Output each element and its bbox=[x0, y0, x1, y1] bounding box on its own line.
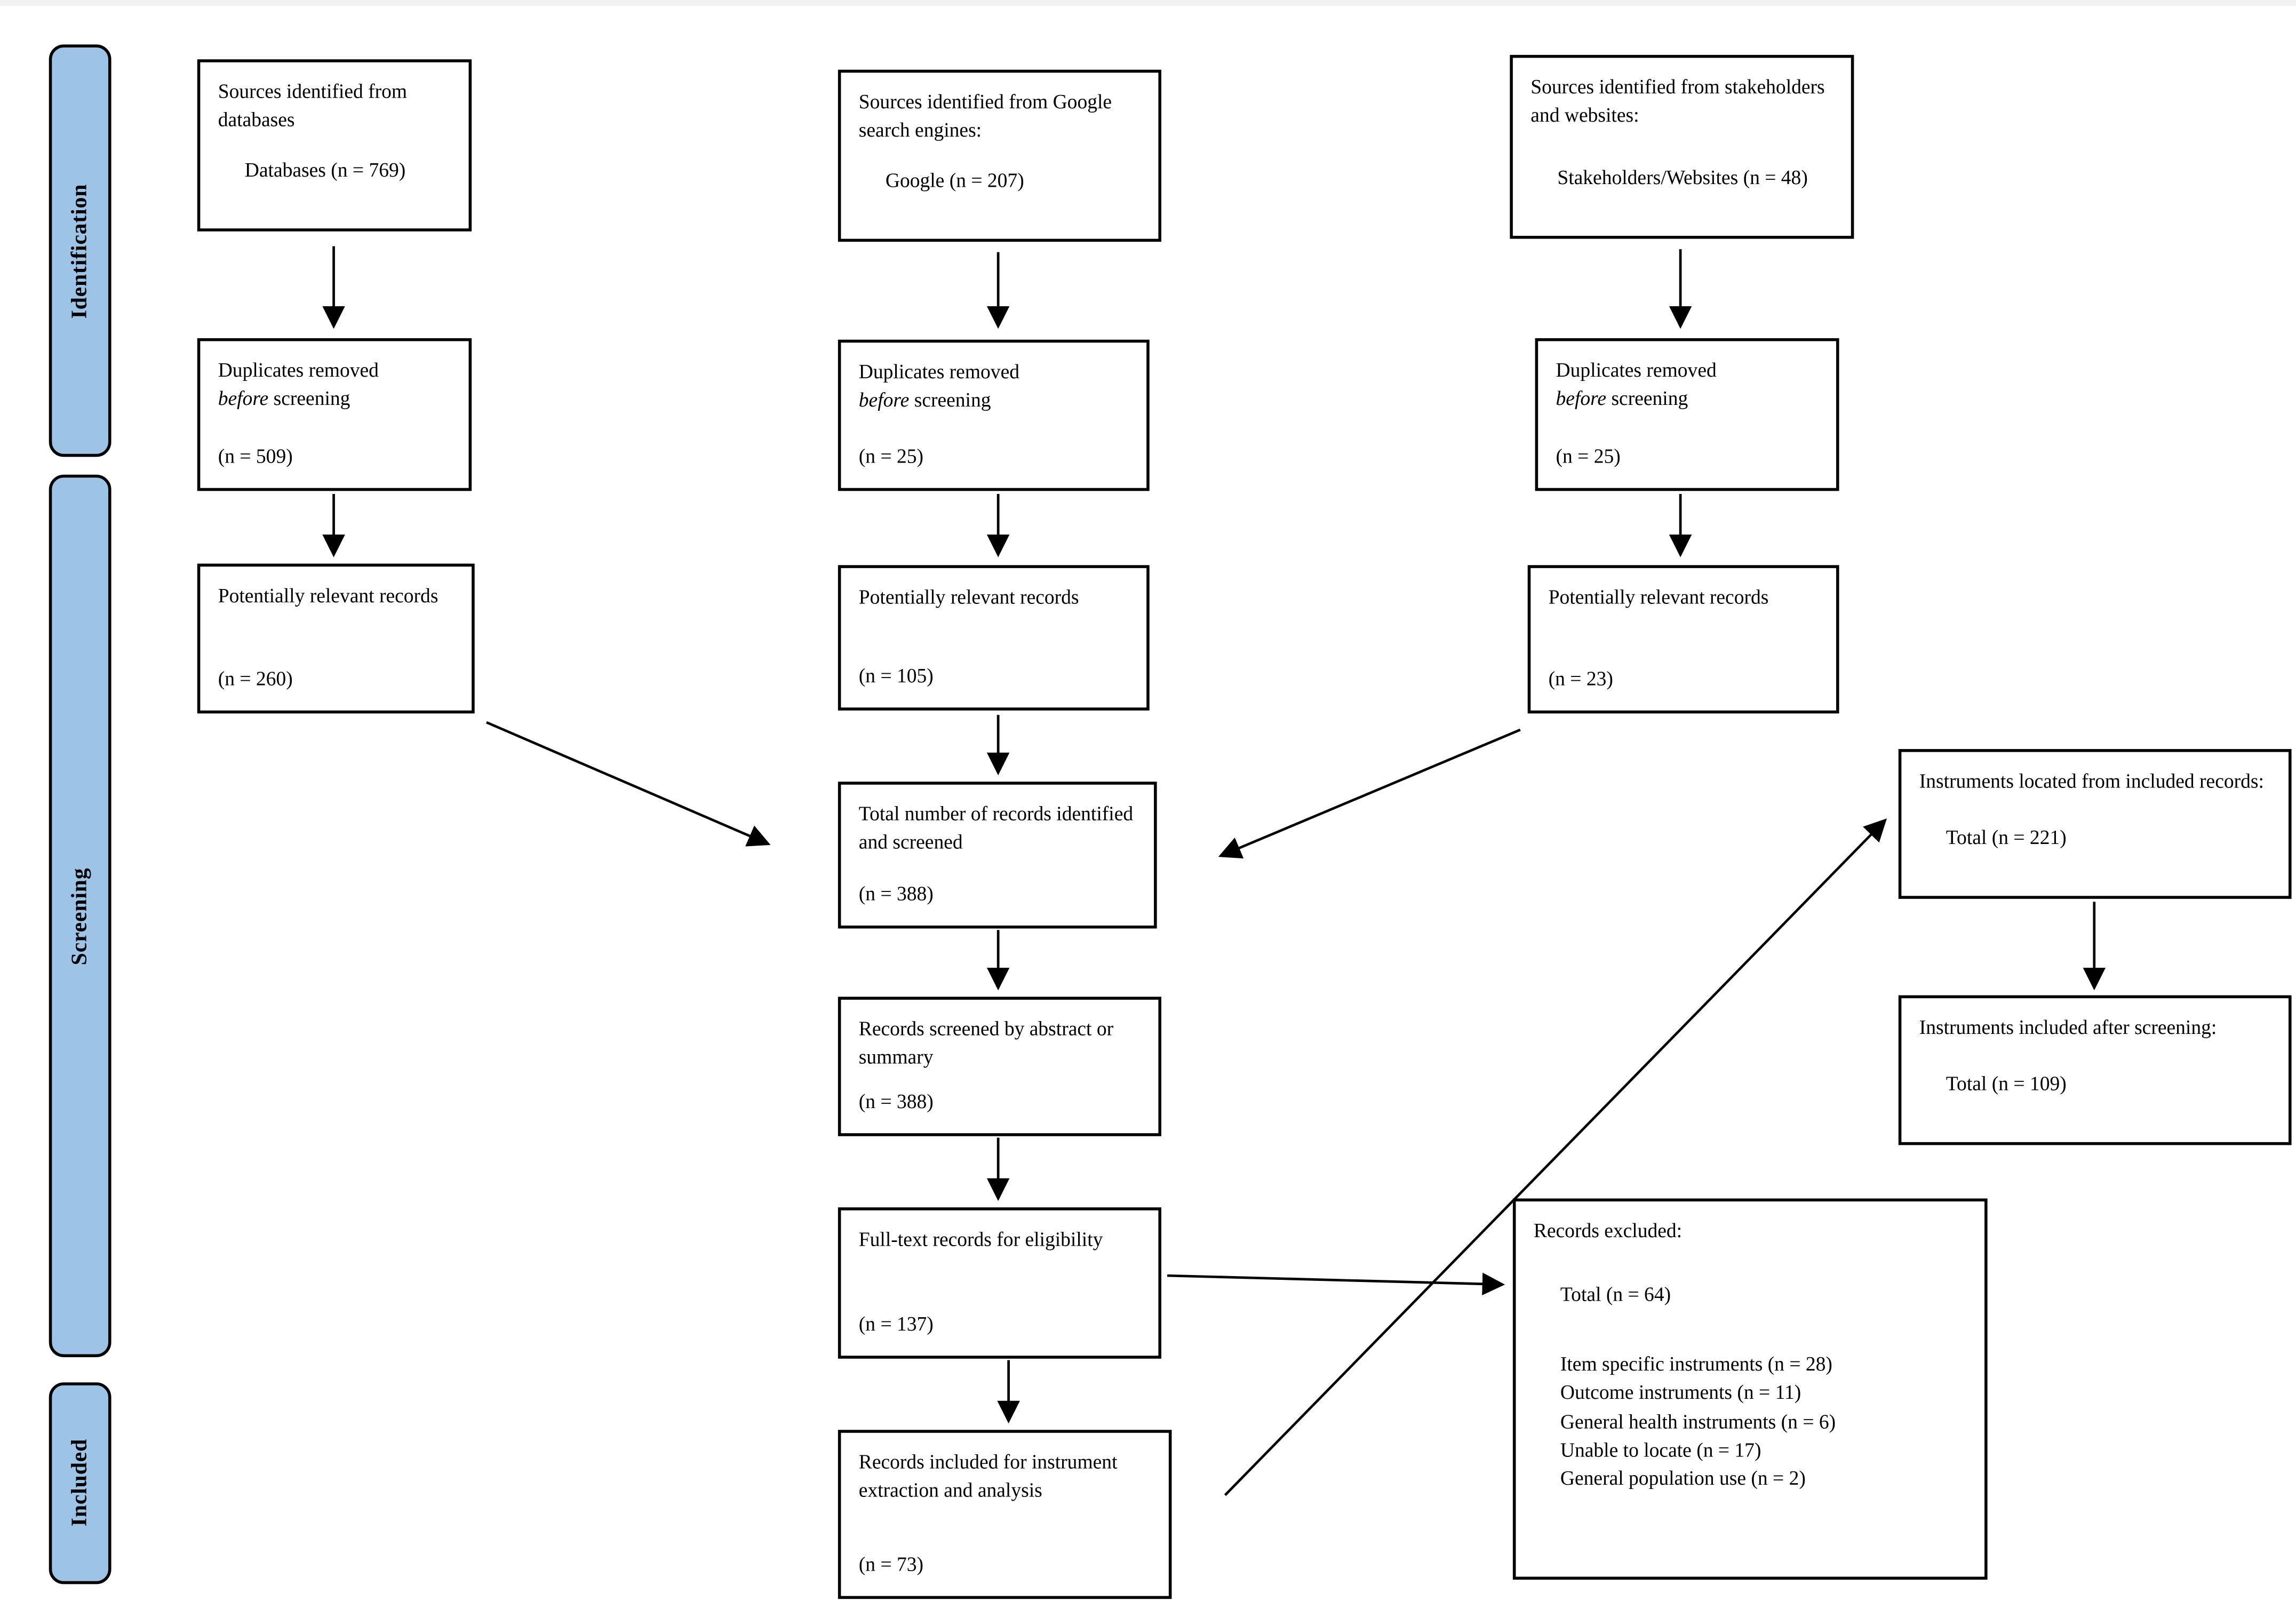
excluded-total: Total (n = 64) bbox=[1560, 1283, 1671, 1306]
box-count: (n = 25) bbox=[1556, 444, 1621, 467]
excluded-reason: Outcome instruments (n = 11) bbox=[1560, 1381, 1801, 1404]
box-relevant-stakeholders: Potentially relevant records (n = 23) bbox=[1527, 565, 1839, 714]
box-sources-stakeholders: Sources identified from stakeholders and… bbox=[1510, 54, 1854, 239]
box-title: Total number of records identified and s… bbox=[858, 802, 1134, 854]
box-relevant-databases: Potentially relevant records (n = 260) bbox=[197, 563, 475, 714]
box-count: Total (n = 109) bbox=[1946, 1072, 2067, 1095]
box-instruments-included: Instruments included after screening: To… bbox=[1898, 995, 2292, 1145]
box-count: Databases (n = 769) bbox=[244, 158, 406, 181]
stage-bar-included: Included bbox=[49, 1382, 111, 1584]
box-count: Total (n = 221) bbox=[1946, 826, 2067, 848]
top-divider bbox=[0, 0, 2296, 6]
excluded-reason: General population use (n = 2) bbox=[1560, 1467, 1806, 1490]
box-count: (n = 260) bbox=[218, 667, 293, 690]
box-title: Full-text records for eligibility bbox=[858, 1228, 1103, 1250]
stage-label-included: Included bbox=[67, 1439, 91, 1527]
excluded-reasons: Item specific instruments (n = 28) Outco… bbox=[1534, 1350, 1967, 1492]
box-title: Instruments located from included record… bbox=[1919, 769, 2264, 792]
box-count: (n = 388) bbox=[858, 882, 934, 905]
excluded-reason: Item specific instruments (n = 28) bbox=[1560, 1353, 1832, 1376]
arrow-fulltext-to-excluded bbox=[1167, 1272, 1505, 1295]
box-count: (n = 105) bbox=[858, 664, 934, 687]
box-title: Records excluded: bbox=[1533, 1219, 1683, 1242]
arrow-relevant-stakeholders-to-total bbox=[1218, 728, 1521, 859]
box-sources-google: Sources identified from Google search en… bbox=[838, 69, 1161, 242]
stage-label-screening: Screening bbox=[67, 867, 91, 965]
box-title: Potentially relevant records bbox=[1548, 586, 1769, 608]
arrow-relevant-db-to-total bbox=[486, 721, 771, 847]
box-count: (n = 137) bbox=[858, 1312, 934, 1335]
stage-bar-identification: Identification bbox=[49, 44, 111, 457]
box-count: (n = 25) bbox=[858, 444, 924, 467]
box-count: (n = 73) bbox=[858, 1552, 924, 1575]
box-count: (n = 388) bbox=[858, 1090, 934, 1112]
box-title: Instruments included after screening: bbox=[1919, 1016, 2217, 1039]
excluded-reason: General health instruments (n = 6) bbox=[1560, 1410, 1836, 1432]
box-total-screened: Total number of records identified and s… bbox=[838, 782, 1157, 929]
box-sources-databases: Sources identified from databases Databa… bbox=[197, 59, 472, 232]
box-count: Stakeholders/Websites (n = 48) bbox=[1557, 165, 1808, 188]
stage-label-identification: Identification bbox=[67, 183, 91, 318]
box-included-analysis: Records included for instrument extracti… bbox=[838, 1430, 1172, 1599]
excluded-reason: Unable to locate (n = 17) bbox=[1560, 1438, 1761, 1461]
box-title: Sources identified from stakeholders and… bbox=[1530, 75, 1825, 126]
box-count: Google (n = 207) bbox=[885, 169, 1024, 192]
stage-bar-screening: Screening bbox=[49, 474, 111, 1357]
box-fulltext-eligibility: Full-text records for eligibility (n = 1… bbox=[838, 1207, 1161, 1359]
box-title: Potentially relevant records bbox=[218, 584, 439, 607]
italic-before: before bbox=[858, 388, 910, 411]
box-relevant-google: Potentially relevant records (n = 105) bbox=[838, 565, 1150, 711]
box-count: (n = 23) bbox=[1548, 667, 1613, 690]
box-count: (n = 509) bbox=[218, 444, 293, 467]
box-records-excluded: Records excluded: Total (n = 64) Item sp… bbox=[1512, 1198, 1988, 1580]
box-title: Records included for instrument extracti… bbox=[858, 1451, 1118, 1502]
box-title: Potentially relevant records bbox=[858, 586, 1079, 608]
box-abstract-screened: Records screened by abstract or summary … bbox=[838, 997, 1161, 1136]
italic-before: before bbox=[218, 387, 269, 410]
box-title: Records screened by abstract or summary bbox=[858, 1017, 1114, 1069]
box-instruments-located: Instruments located from included record… bbox=[1898, 749, 2292, 899]
box-title: Sources identified from databases bbox=[218, 80, 408, 131]
italic-before: before bbox=[1556, 387, 1607, 410]
box-title: Sources identified from Google search en… bbox=[858, 90, 1112, 141]
